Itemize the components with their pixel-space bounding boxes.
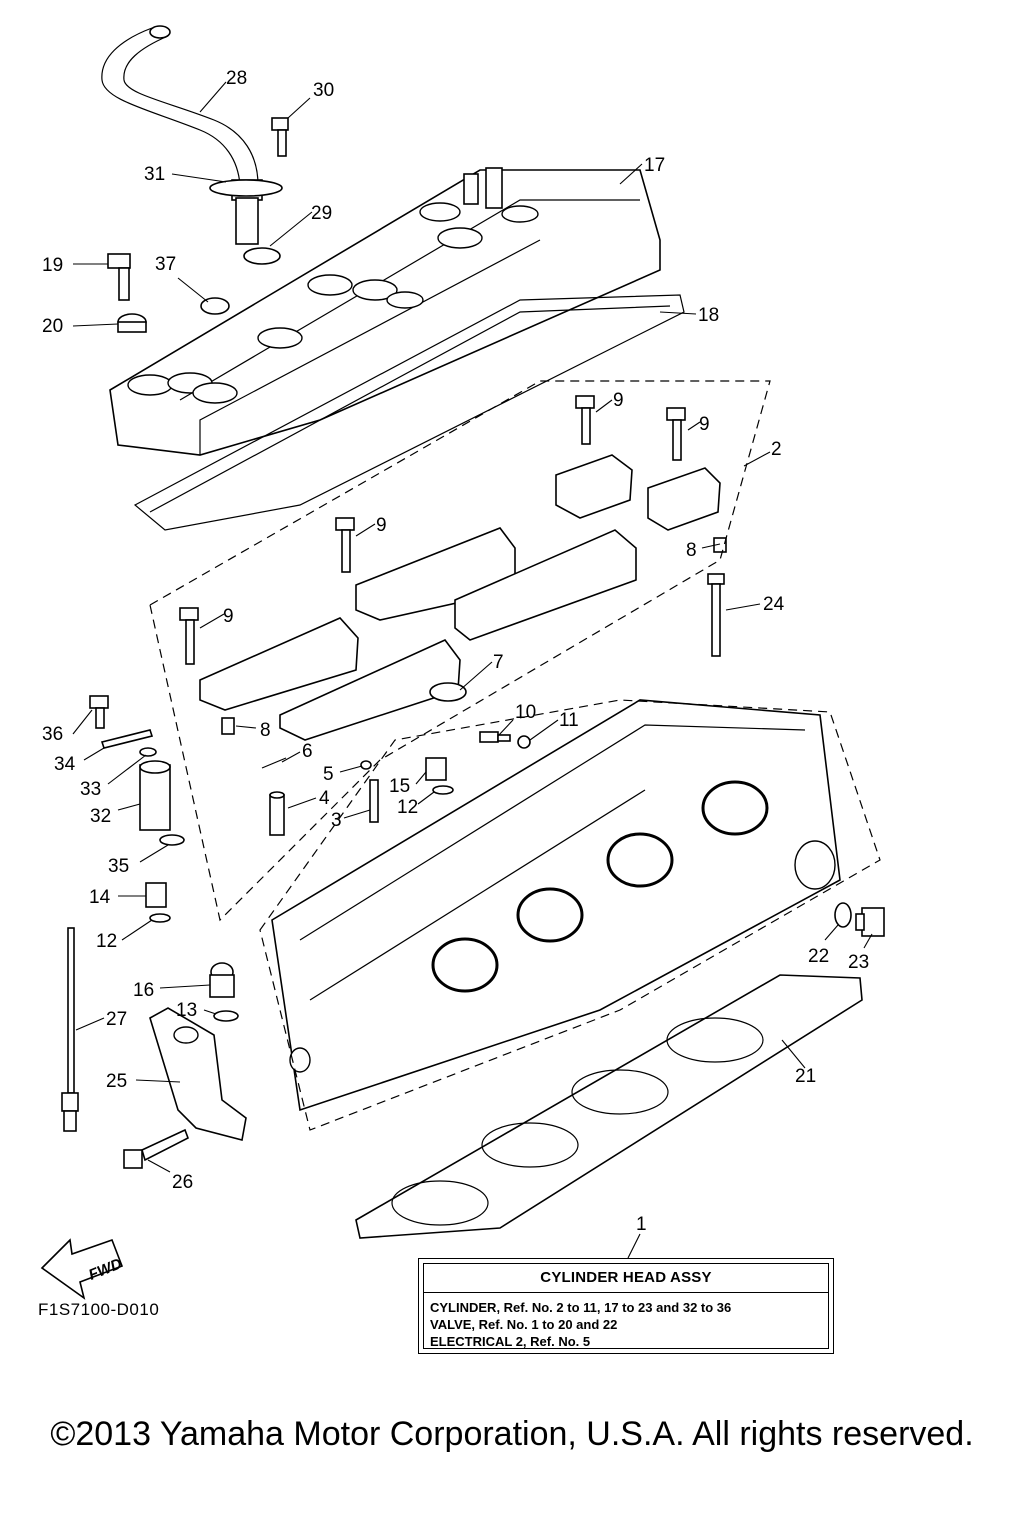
callout-numbers: 1 2 3 4 5 6 7 8 8 9 9 9 9 10 11 12 12 13… bbox=[42, 68, 869, 1235]
callout-21: 21 bbox=[795, 1066, 816, 1087]
plug-seal-7 bbox=[429, 682, 467, 702]
callout-16: 16 bbox=[133, 980, 154, 1001]
callout-23: 23 bbox=[848, 952, 869, 973]
callout-9c: 9 bbox=[376, 515, 387, 536]
callout-22: 22 bbox=[808, 946, 829, 967]
callout-20: 20 bbox=[42, 316, 63, 337]
misc-parts-left bbox=[89, 695, 531, 923]
cable-tie-27 bbox=[61, 927, 79, 1132]
bolt-19 bbox=[107, 253, 131, 301]
cylinder-head bbox=[271, 699, 841, 1112]
bolt-30 bbox=[271, 117, 289, 157]
callout-8b: 8 bbox=[260, 720, 271, 741]
cylinder-head-cover bbox=[109, 167, 661, 456]
drain-plug-23 bbox=[855, 907, 885, 937]
head-bolt-24 bbox=[707, 573, 725, 657]
callout-26: 26 bbox=[172, 1172, 193, 1193]
callout-28: 28 bbox=[226, 68, 247, 89]
assembly-divider bbox=[424, 1292, 828, 1293]
bolt-26 bbox=[123, 1128, 189, 1169]
assembly-line-valve: VALVE, Ref. No. 1 to 20 and 22 bbox=[430, 1317, 618, 1332]
callout-31: 31 bbox=[144, 164, 165, 185]
callout-13: 13 bbox=[176, 1000, 197, 1021]
callout-1: 1 bbox=[636, 1214, 647, 1235]
breather-hose bbox=[101, 25, 283, 245]
callout-11: 11 bbox=[559, 710, 579, 731]
callout-12a: 12 bbox=[397, 797, 418, 818]
leader-lines bbox=[72, 81, 873, 1259]
washer-13 bbox=[213, 1010, 239, 1022]
callout-30: 30 bbox=[313, 80, 334, 101]
callout-7: 7 bbox=[493, 652, 504, 673]
callout-14: 14 bbox=[89, 887, 111, 908]
bolts-9 bbox=[179, 395, 686, 665]
assembly-line-electrical: ELECTRICAL 2, Ref. No. 5 bbox=[430, 1334, 591, 1349]
callout-6: 6 bbox=[302, 741, 313, 762]
callout-35: 35 bbox=[108, 856, 129, 877]
callout-37: 37 bbox=[155, 254, 176, 275]
callout-9d: 9 bbox=[223, 606, 234, 627]
head-cover-gasket bbox=[133, 294, 685, 531]
fwd-arrow-icon: FWD bbox=[40, 1238, 124, 1300]
cylinder-head-gasket bbox=[355, 974, 863, 1239]
callout-15: 15 bbox=[389, 776, 410, 797]
callout-18: 18 bbox=[698, 305, 719, 326]
grommet-20 bbox=[117, 313, 147, 333]
callout-3: 3 bbox=[331, 810, 342, 831]
assembly-info-box: CYLINDER HEAD ASSY CYLINDER, Ref. No. 2 … bbox=[418, 1258, 834, 1354]
o-ring-29 bbox=[243, 247, 281, 265]
copyright-notice: ©2013 Yamaha Motor Corporation, U.S.A. A… bbox=[50, 1415, 974, 1453]
callout-12b: 12 bbox=[96, 931, 117, 952]
bracket-25 bbox=[149, 1007, 247, 1141]
callout-9b: 9 bbox=[699, 414, 710, 435]
assembly-title: CYLINDER HEAD ASSY bbox=[540, 1269, 712, 1286]
callout-4: 4 bbox=[319, 788, 330, 809]
camshaft-caps bbox=[199, 454, 721, 741]
callout-10: 10 bbox=[515, 702, 536, 723]
callout-5: 5 bbox=[323, 764, 334, 785]
washer-22 bbox=[834, 902, 852, 928]
callout-27: 27 bbox=[106, 1009, 127, 1030]
callout-24: 24 bbox=[763, 594, 785, 615]
callout-17: 17 bbox=[644, 155, 665, 176]
callout-34: 34 bbox=[54, 754, 76, 775]
cap-nut-16 bbox=[209, 962, 235, 998]
callout-29: 29 bbox=[311, 203, 332, 224]
callout-9a: 9 bbox=[613, 390, 624, 411]
dowel-8-b bbox=[221, 717, 235, 735]
assembly-line-cylinder: CYLINDER, Ref. No. 2 to 11, 17 to 23 and… bbox=[430, 1300, 732, 1315]
figure-code: F1S7100-D010 bbox=[38, 1300, 160, 1319]
callout-19: 19 bbox=[42, 255, 63, 276]
assembly-info-frame: CYLINDER HEAD ASSY CYLINDER, Ref. No. 2 … bbox=[423, 1263, 829, 1349]
callout-2: 2 bbox=[771, 439, 782, 460]
callout-33: 33 bbox=[80, 779, 101, 800]
callout-32: 32 bbox=[90, 806, 111, 827]
callout-8a: 8 bbox=[686, 540, 697, 561]
callout-36: 36 bbox=[42, 724, 63, 745]
callout-25: 25 bbox=[106, 1071, 127, 1092]
valve-parts bbox=[261, 757, 379, 836]
